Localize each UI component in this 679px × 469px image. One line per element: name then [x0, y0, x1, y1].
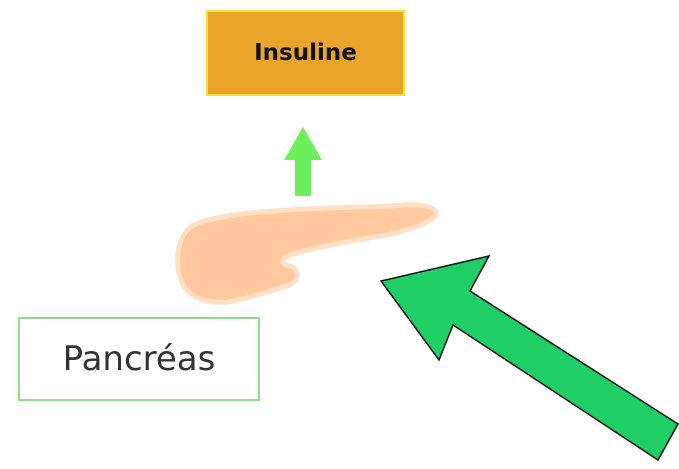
- pancreas-label-box: Pancréas: [18, 317, 260, 401]
- pancreas-label: Pancréas: [63, 339, 216, 379]
- insuline-label: Insuline: [254, 40, 357, 66]
- insuline-box: Insuline: [206, 10, 405, 96]
- diagonal-arrow-icon: [381, 256, 678, 460]
- up-arrow-icon: [284, 127, 322, 196]
